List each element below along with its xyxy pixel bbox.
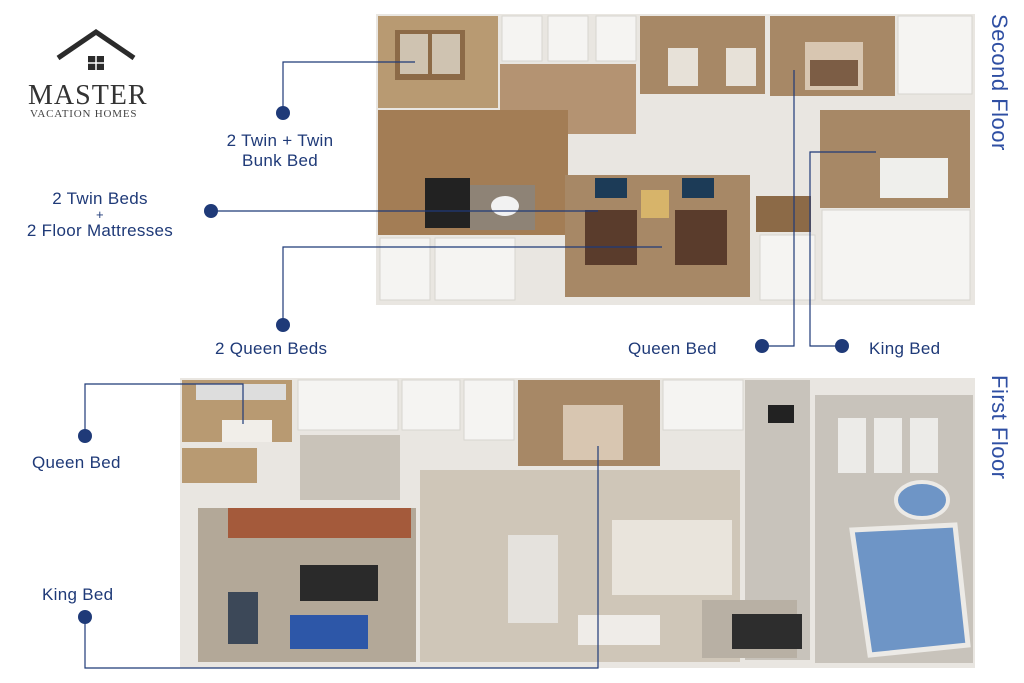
leader-lines	[84, 61, 876, 669]
label-twin-floor-line3: 2 Floor Mattresses	[26, 221, 174, 240]
brand-tagline: VACATION HOMES	[30, 108, 138, 120]
second-floor-title: Second Floor	[987, 14, 1012, 151]
label-twin-floor: 2 Twin Beds + 2 Floor Mattresses	[10, 189, 190, 241]
first-floor-title: First Floor	[987, 375, 1012, 480]
label-twin-bunk-line1: 2 Twin + Twin	[226, 131, 334, 150]
house-roof-icon	[56, 28, 136, 70]
second-floor-plan	[376, 14, 975, 305]
first-floor-plan	[180, 378, 975, 668]
label-queen-beds: 2 Queen Beds	[215, 339, 328, 358]
leader-dots	[78, 106, 849, 624]
label-twin-floor-plus: +	[96, 207, 104, 222]
label-twin-floor-line1: 2 Twin Beds	[52, 189, 148, 208]
brand-name: MASTER	[28, 80, 148, 111]
label-queen-bed-first: Queen Bed	[32, 453, 121, 472]
label-twin-bunk: 2 Twin + Twin Bunk Bed	[205, 131, 355, 171]
label-king-bed-first: King Bed	[42, 585, 114, 604]
label-king-bed-second: King Bed	[869, 339, 941, 358]
label-queen-bed-second: Queen Bed	[628, 339, 717, 358]
label-twin-bunk-line2: Bunk Bed	[241, 151, 319, 170]
